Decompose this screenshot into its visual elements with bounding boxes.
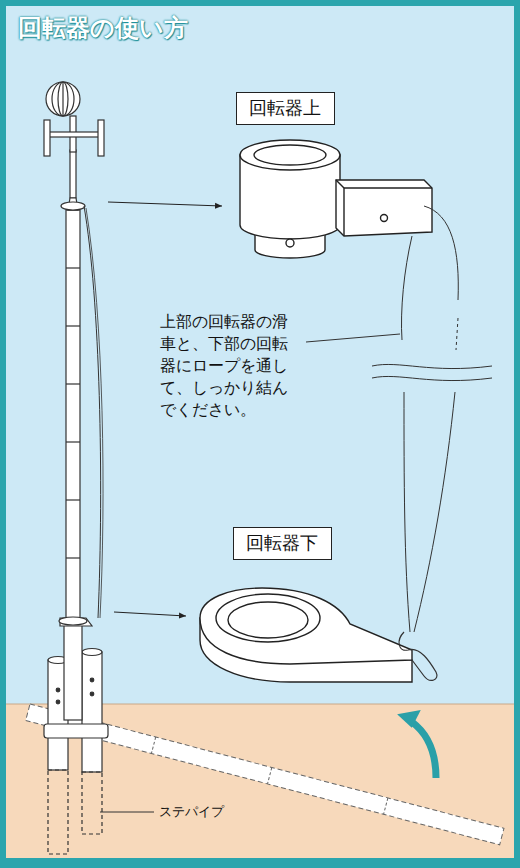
part-label-box: 回転器上 [236, 92, 335, 125]
part-name: 回転器上 [249, 96, 322, 120]
raise-arrow [412, 722, 436, 778]
part-label-box: 回転器下 [233, 527, 332, 560]
rope-knot [399, 632, 437, 680]
raise-arrow-head [397, 710, 423, 730]
part-name: 回転器下 [246, 531, 319, 555]
rope [86, 208, 103, 618]
sky-ground [6, 6, 514, 858]
rope [84, 206, 101, 618]
lying-pole [26, 704, 504, 845]
bottom-rotator [200, 588, 412, 682]
top-rotator [240, 140, 432, 258]
soil [6, 704, 514, 858]
part-name: ステパイプ [159, 803, 259, 821]
pointer-arrow [108, 202, 222, 206]
title: 回転器の使い方 [18, 12, 188, 44]
pole [59, 150, 92, 720]
base-pipes [44, 649, 154, 855]
leader-line [306, 334, 400, 342]
wind-vane [44, 82, 104, 156]
pointer-arrow [114, 612, 186, 616]
instruction-note: 上部の回転器の滑 車と、下部の回転 器にロープを通し て、しっかり結ん でくださ… [160, 311, 306, 421]
